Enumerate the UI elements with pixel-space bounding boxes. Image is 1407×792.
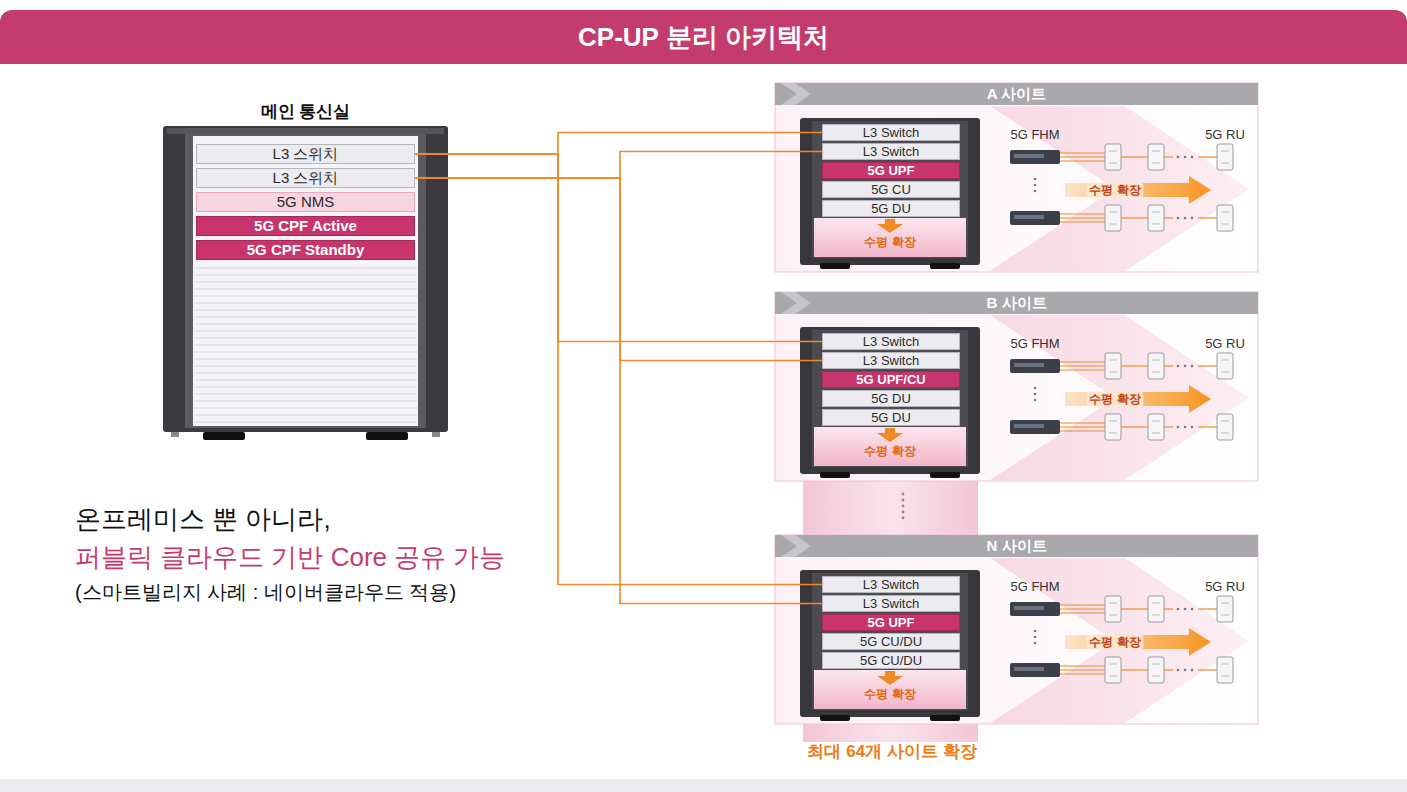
unit-label: L3 Switch [823, 596, 959, 611]
rack-cabinet: 수평 확장 L3 Switch L3 Switch 5G UPF 5G CU/DU 5G … [800, 570, 980, 717]
rack-unit-box: L3 스위치 [196, 168, 415, 188]
unit-label: 5G UPF [823, 163, 959, 178]
rack-cabinet [800, 570, 980, 721]
unit-label: 5G CU [823, 182, 959, 197]
scale-note: 수평 확장 [800, 686, 980, 702]
unit-label: 5G UPF/CU [823, 372, 959, 387]
scale-note: 수평 확장 [1086, 183, 1143, 198]
unit-label: 5G CU/DU [823, 634, 959, 649]
unit-label: 5G DU [823, 201, 959, 216]
footer-bar [0, 779, 1407, 792]
rack-unit-box: L3 Switch [822, 595, 960, 612]
note-highlight: 퍼블릭 클라우드 기반 Core 공유 가능 [75, 541, 505, 574]
unit-label: 5G NMS [197, 193, 414, 211]
note-text: (스마트빌리지 사례 : 네이버클라우드 적용) [75, 580, 456, 605]
site-panel [775, 292, 1258, 481]
site-panel: B 사이트수평 확장 L3 Switch L3 Switch 5G UPF/CU 5G … [775, 292, 1258, 481]
unit-label: 5G DU [823, 391, 959, 406]
rack-unit-box: L3 Switch [822, 124, 960, 141]
unit-label: 5G DU [823, 410, 959, 425]
fronthaul-illustration [1010, 353, 1233, 440]
rack-unit-box: 5G CU [822, 181, 960, 198]
device-label: 5G FHM [1010, 336, 1059, 352]
scale-note: 수평 확장 [1086, 635, 1143, 650]
ellipsis-dots [902, 493, 905, 520]
device-label: 5G FHM [1010, 579, 1059, 595]
device-label: 5G RU [1205, 127, 1245, 143]
site-panel: A 사이트수평 확장 L3 Switch L3 Switch 5G UPF 5G CU 5… [775, 83, 1258, 272]
rack-unit-box: 5G UPF [822, 162, 960, 179]
rack-unit-box: L3 스위치 [196, 144, 415, 164]
title-bar [0, 10, 1407, 64]
rack-unit-box: 5G CU/DU [822, 652, 960, 669]
rack-unit-box: 5G CPF Standby [196, 240, 415, 260]
site-heading: B 사이트 [775, 292, 1258, 314]
device-label: 5G RU [1205, 579, 1245, 595]
rack-unit-box: L3 Switch [822, 143, 960, 160]
network-link [415, 178, 822, 361]
note-text: 온프레미스 뿐 아니라, [75, 503, 331, 536]
unit-label: 5G CPF Active [197, 217, 414, 235]
unit-label: L3 Switch [823, 577, 959, 592]
rack-cabinet: 메인 통신실 L3 스위치 L3 스위치 5G NMS 5G CPF Active 5G … [163, 100, 448, 442]
site-panel [775, 535, 1258, 724]
site-panel: N 사이트수평 확장 L3 Switch L3 Switch 5G UPF 5G CU/… [775, 535, 1258, 724]
device-label: 5G FHM [1010, 127, 1059, 143]
unit-label: L3 Switch [823, 144, 959, 159]
rack-cabinet: 수평 확장 L3 Switch L3 Switch 5G UPF/CU 5G DU 5G … [800, 327, 980, 474]
network-link [415, 178, 822, 604]
site-panel [775, 83, 1258, 272]
room-heading: 메인 통신실 [163, 100, 448, 124]
fronthaul-illustration [1010, 144, 1233, 231]
device-label: 5G RU [1205, 336, 1245, 352]
scale-note: 수평 확장 [800, 443, 980, 459]
rack-unit-box: 5G DU [822, 390, 960, 407]
expansion-band [803, 722, 978, 742]
scale-note: 수평 확장 [1086, 392, 1143, 407]
rack-unit-box: 5G CPF Active [196, 216, 415, 236]
unit-label: L3 스위치 [197, 145, 414, 163]
rack-unit-box: 5G UPF [822, 614, 960, 631]
unit-label: L3 스위치 [197, 169, 414, 187]
unit-label: 5G UPF [823, 615, 959, 630]
rack-unit-box: 5G DU [822, 409, 960, 426]
expansion-band [803, 481, 978, 535]
unit-label: 5G CU/DU [823, 653, 959, 668]
rack-unit-box: 5G DU [822, 200, 960, 217]
site-heading: A 사이트 [775, 83, 1258, 105]
rack-unit-box: L3 Switch [822, 352, 960, 369]
rack-unit-box: 5G CU/DU [822, 633, 960, 650]
rack-cabinet: 수평 확장 L3 Switch L3 Switch 5G UPF 5G CU 5G DU [800, 118, 980, 265]
unit-label: 5G CPF Standby [197, 241, 414, 259]
rack-unit-box: L3 Switch [822, 333, 960, 350]
rack-unit-box: 5G UPF/CU [822, 371, 960, 388]
site-heading: N 사이트 [775, 535, 1258, 557]
network-link [415, 152, 822, 179]
network-link [415, 154, 822, 342]
rack-unit-box: 5G NMS [196, 192, 415, 212]
unit-label: L3 Switch [823, 125, 959, 140]
scale-note: 수평 확장 [800, 234, 980, 250]
fronthaul-illustration [1010, 596, 1233, 683]
title: CP-UP 분리 아키텍처 [0, 10, 1407, 64]
rack-cabinet [800, 118, 980, 269]
rack-cabinet [163, 126, 448, 440]
rack-unit-box: L3 Switch [822, 576, 960, 593]
rack-cabinet [800, 327, 980, 478]
unit-label: L3 Switch [823, 353, 959, 368]
network-link [415, 154, 822, 585]
unit-label: L3 Switch [823, 334, 959, 349]
scale-note: 최대 64개 사이트 확장 [807, 741, 976, 762]
